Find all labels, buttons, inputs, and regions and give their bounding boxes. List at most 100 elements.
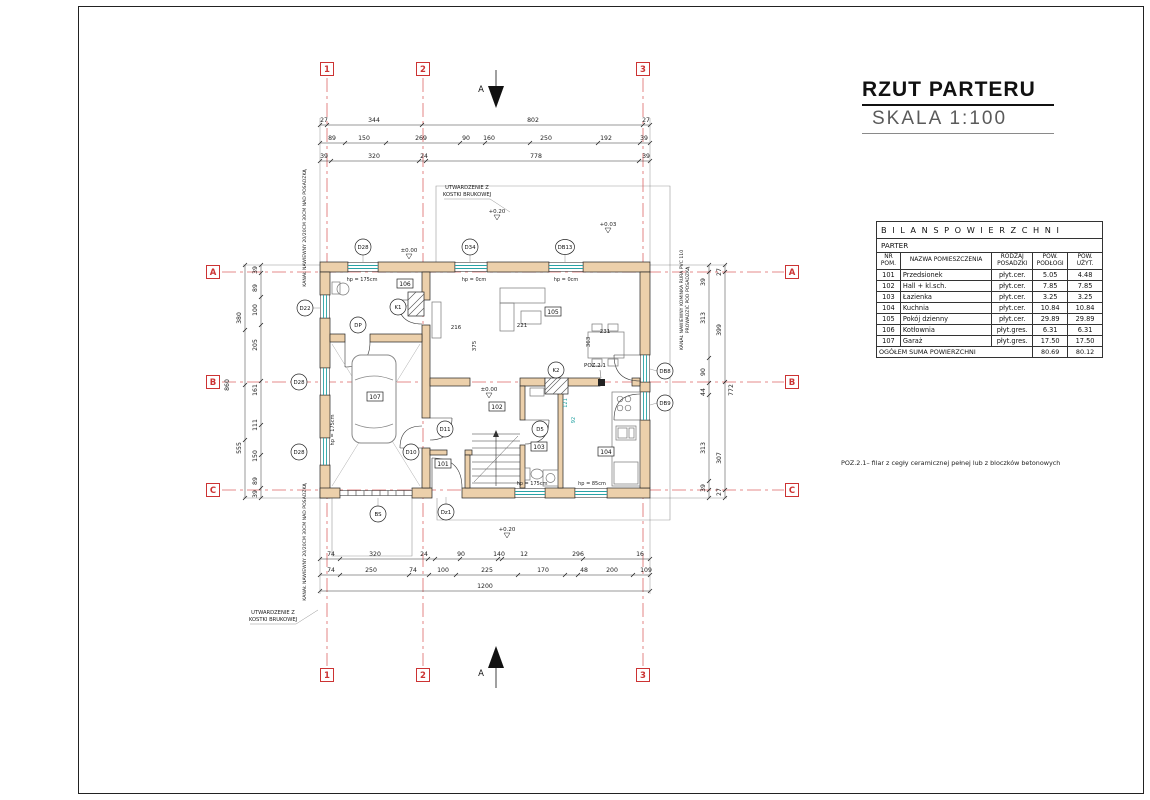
grid-label: C: [210, 486, 216, 496]
grid-marker-2-top: 2: [416, 62, 430, 76]
paving-leaders: [250, 198, 511, 625]
window: [320, 367, 330, 396]
room-tag-102: 102: [488, 401, 506, 412]
staircase: [472, 430, 520, 486]
wall-segment: [329, 333, 346, 343]
area-table-title: B I L A N S P O W I E R Z C H N I: [876, 221, 1103, 239]
room-number: 103: [533, 444, 545, 451]
dim-text-cyan: 121: [563, 398, 569, 408]
pillar-poz21: [598, 379, 605, 386]
opening-tag-d10: D10: [402, 443, 420, 461]
room-tag-107: 107: [366, 391, 384, 402]
wall-segment: [369, 333, 423, 343]
toilet-tank: [524, 467, 531, 481]
wall-segment: [639, 381, 651, 393]
cell-area-floor: 3.25: [1032, 290, 1069, 303]
paving-outline-terrace: [435, 185, 671, 521]
grid-marker-B-right: B: [785, 375, 799, 389]
grid-marker-A-right: A: [785, 265, 799, 279]
dim-text: 39: [320, 153, 328, 160]
wall-segment: [544, 487, 576, 499]
dim-text: 74: [327, 551, 335, 558]
dim-text: 313: [700, 312, 707, 324]
cell-floor-type: płyt.cer.: [991, 279, 1034, 292]
balcony-door: [640, 391, 650, 421]
doors: [339, 299, 641, 496]
grid-marker-A-left: A: [206, 265, 220, 279]
sill-label: hp = 175cm: [330, 414, 336, 445]
wall-segment: [464, 449, 473, 456]
dim-text: 48: [580, 567, 588, 574]
opening-tag-d28-mid: D28: [290, 373, 308, 391]
washbasin: [529, 387, 545, 397]
wall-segment: [319, 317, 331, 369]
window: [347, 262, 379, 272]
duct-note-right-2: PROWADZIĆ POD POSADZKĄ: [684, 266, 691, 333]
dim-text: 344: [368, 117, 380, 124]
car-windows: [354, 375, 394, 429]
boiler: [336, 282, 350, 296]
bathroom-fixtures: [524, 387, 559, 487]
sheet-frame: [78, 6, 1144, 794]
dim-text: 320: [368, 153, 380, 160]
chair: [607, 323, 619, 332]
dim-text: 44: [700, 388, 707, 396]
dim-text: 90: [457, 551, 465, 558]
level-text: +0.20: [489, 209, 506, 215]
dim-text: 89: [252, 477, 259, 485]
dim-text: 111: [252, 419, 259, 431]
duct-note-left-bottom: KANAŁ NAWIEWNY 20/20CM 30CM NAD POSADZKĄ: [302, 482, 308, 600]
dim-text: 1200: [477, 583, 493, 590]
dim-text: 399: [716, 324, 723, 336]
window: [454, 262, 488, 272]
washing-machine: [542, 469, 559, 487]
room-number: 101: [437, 461, 449, 468]
dim-text-cyan: 92: [571, 417, 577, 423]
kitchen-sink: [615, 425, 637, 441]
dim-text: 16: [636, 551, 644, 558]
opening-tag-d28-top: D28: [354, 238, 372, 256]
sill-label: hp = 0cm: [462, 277, 487, 283]
opening-tag-d5: D5: [531, 420, 549, 438]
grid-label: B: [789, 378, 795, 388]
cell-area-floor: 17.50: [1032, 334, 1069, 347]
door-entrance: [431, 457, 463, 489]
sofa-corner: [499, 302, 515, 332]
col-header-floor-type: RODZAJ POSADZKI: [991, 252, 1034, 270]
opening-tag-k1: K1: [389, 298, 407, 316]
chimney-k2: [544, 377, 569, 395]
area-balance-table: B I L A N S P O W I E R Z C H N I PARTER…: [875, 221, 1103, 358]
cell-nr: 102: [876, 279, 901, 292]
room-tag-103: 103: [530, 441, 548, 452]
opening-tag-k2: K2: [547, 361, 565, 379]
cell-nr: 104: [876, 301, 901, 314]
sill-height-labels: hp = 175cm hp = 0cm hp = 0cm hp = 175cm …: [330, 277, 606, 487]
grid-label: C: [789, 486, 795, 496]
stove-burner: [624, 395, 632, 403]
opening-label: DB9: [659, 401, 671, 407]
dim-text: 100: [252, 304, 259, 316]
grid-marker-2-bottom: 2: [416, 668, 430, 682]
dim-text: 27: [642, 117, 650, 124]
cell-area-usable: 4.48: [1067, 268, 1103, 281]
cell-area-usable: 29.89: [1067, 312, 1103, 325]
pillar-leader: [599, 369, 602, 379]
dim-text: 27: [716, 488, 723, 496]
level-text: +0.20: [499, 527, 516, 533]
chair: [607, 358, 619, 367]
dim-text: 269: [415, 135, 427, 142]
dimension-lines: [242, 118, 728, 594]
wall-segment: [421, 271, 431, 301]
extension-lines: [243, 118, 727, 594]
section-arrow-top: [488, 86, 504, 108]
dim-text: 772: [728, 384, 735, 396]
opening-tag-d34: D34: [461, 238, 479, 256]
boiler-equipment: [331, 281, 341, 295]
balcony-door: [548, 262, 584, 272]
cell-area-usable: 3.25: [1067, 290, 1103, 303]
dim-text: 200: [606, 567, 618, 574]
opening-label: D11: [439, 427, 450, 433]
chair: [591, 358, 603, 367]
